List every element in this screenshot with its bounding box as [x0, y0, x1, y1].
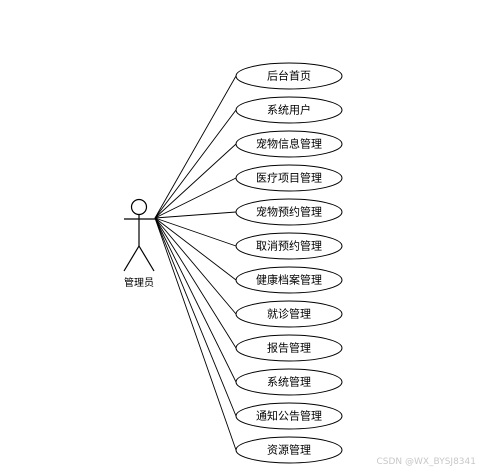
association-lines — [154, 75, 237, 451]
use-case-label: 系统管理 — [267, 375, 311, 389]
actor-left-leg — [123, 245, 140, 272]
use-case-list: 后台首页系统用户宠物信息管理医疗项目管理宠物预约管理取消预约管理健康档案管理就诊… — [235, 62, 343, 464]
use-case-label: 取消预约管理 — [256, 239, 322, 253]
association-line — [154, 217, 237, 315]
use-case[interactable]: 报告管理 — [235, 334, 343, 362]
use-case-ellipse — [235, 300, 343, 328]
use-case[interactable]: 取消预约管理 — [235, 232, 343, 260]
actor-label: 管理员 — [124, 276, 154, 289]
use-case[interactable]: 医疗项目管理 — [235, 164, 343, 192]
actor-right-leg — [138, 245, 155, 272]
use-case[interactable]: 系统用户 — [235, 96, 343, 124]
use-case[interactable]: 通知公告管理 — [235, 402, 343, 430]
actor-admin[interactable]: 管理员 — [123, 198, 155, 290]
use-case-ellipse — [235, 164, 343, 192]
use-case-label: 系统用户 — [267, 103, 311, 117]
association-line — [154, 143, 237, 219]
association-line — [154, 177, 237, 219]
use-case-ellipse — [235, 368, 343, 396]
association-line — [154, 211, 237, 219]
use-case[interactable]: 系统管理 — [235, 368, 343, 396]
use-case-ellipse — [235, 232, 343, 260]
association-line — [154, 217, 237, 349]
use-case-ellipse — [235, 334, 343, 362]
use-case[interactable]: 就诊管理 — [235, 300, 343, 328]
use-case-label: 资源管理 — [267, 443, 311, 457]
use-case-label: 医疗项目管理 — [256, 171, 322, 185]
use-case-ellipse — [235, 402, 343, 430]
use-case-label: 健康档案管理 — [256, 273, 322, 287]
association-line — [154, 217, 237, 281]
association-line — [154, 109, 237, 219]
use-case-label: 就诊管理 — [267, 307, 311, 321]
use-case[interactable]: 健康档案管理 — [235, 266, 343, 294]
use-case[interactable]: 后台首页 — [235, 62, 343, 90]
association-line — [154, 217, 237, 417]
use-case[interactable]: 宠物预约管理 — [235, 198, 343, 226]
use-case-label: 后台首页 — [267, 69, 311, 83]
use-case-label: 通知公告管理 — [256, 409, 322, 423]
association-line — [154, 217, 237, 383]
use-case-ellipse — [235, 436, 343, 464]
use-case[interactable]: 宠物信息管理 — [235, 130, 343, 158]
use-case-ellipse — [235, 198, 343, 226]
use-case-label: 宠物预约管理 — [256, 205, 322, 219]
actor-head — [130, 198, 148, 216]
use-case-ellipse — [235, 266, 343, 294]
use-case-ellipse — [235, 62, 343, 90]
association-line — [154, 75, 237, 219]
use-case-ellipse — [235, 130, 343, 158]
association-line — [154, 217, 237, 451]
association-line — [154, 217, 237, 247]
watermark: CSDN @WX_BYSJ8341 — [376, 457, 476, 467]
use-case-label: 报告管理 — [267, 341, 311, 355]
use-case-label: 宠物信息管理 — [256, 137, 322, 151]
use-case[interactable]: 资源管理 — [235, 436, 343, 464]
use-case-ellipse — [235, 96, 343, 124]
